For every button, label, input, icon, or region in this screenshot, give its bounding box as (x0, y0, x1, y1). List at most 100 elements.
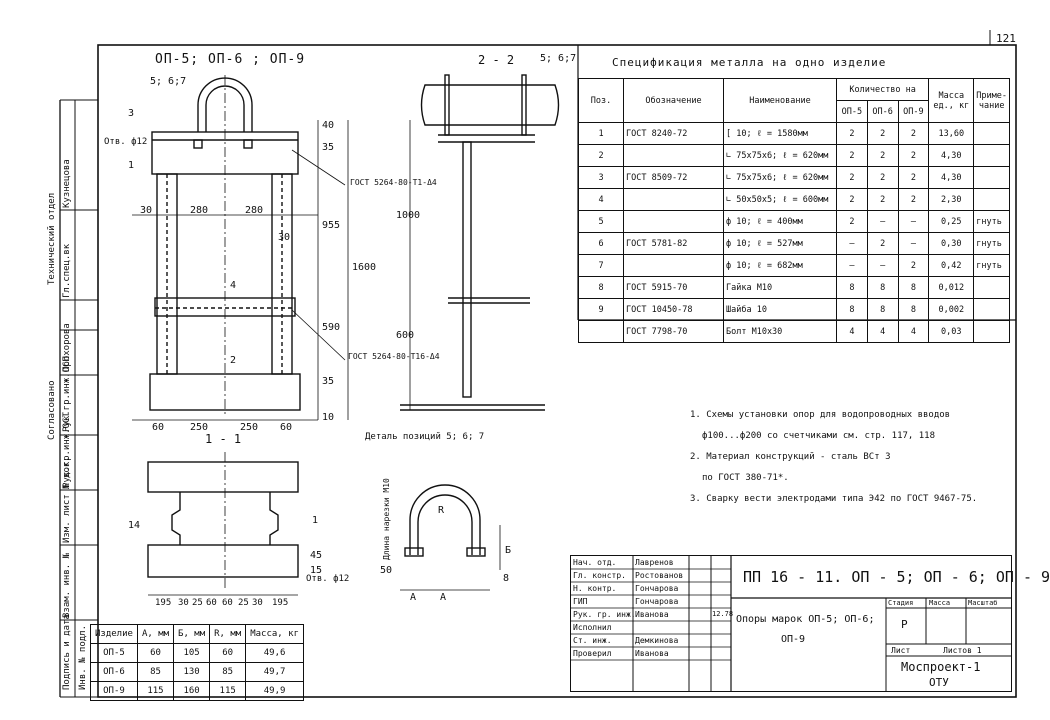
page-number: 121 (996, 32, 1016, 45)
pos-ref-2: 2 (230, 355, 237, 366)
spec-cell-pos: 1 (578, 122, 624, 145)
title-block-role: Исполнил (573, 623, 612, 632)
spec-cell-note (973, 188, 1010, 211)
spec-cell-q1: 2 (836, 144, 868, 167)
pos-ref-1b: 1 (312, 515, 319, 526)
detail-label-r: R (438, 505, 445, 516)
spec-cell-q3: — (897, 210, 930, 233)
dim-plan-2: 25 (192, 598, 203, 608)
dim-vert-6: 10 (322, 412, 335, 423)
section-label: 2 - 2 (478, 53, 515, 67)
sheet-frame (97, 44, 1017, 698)
spec-cell-pos (578, 320, 624, 343)
dim-top-2: 280 (245, 205, 264, 216)
spec-cell-mass: 0,03 (928, 320, 975, 343)
note-line: 3. Сварку вести электродами типа Э42 по … (690, 494, 978, 504)
sheet-label: Лист (891, 646, 911, 655)
side-stamp-signature: Подпись и дата (62, 614, 72, 690)
note-line: по ГОСТ 380-71*. (702, 473, 789, 483)
spec-cell-doc: ГОСТ 10450-78 (623, 298, 724, 321)
title-block-person: Лавренов (635, 558, 674, 567)
spec-cell-mass: 0,012 (928, 276, 975, 299)
spec-cell-q2: 2 (866, 144, 899, 167)
title-block-person: Иванова (635, 610, 669, 619)
spec-cell-doc: ГОСТ 5781-82 (623, 232, 724, 255)
pos-ref-14: 14 (128, 520, 141, 531)
dim-vert-5: 35 (322, 376, 335, 387)
variant-cell: ОП-9 (90, 681, 138, 701)
spec-cell-name: ∟ 50х50х5; ℓ = 600мм (723, 188, 837, 211)
dim-vert-1: 35 (322, 142, 335, 153)
spec-cell-q1: — (836, 232, 868, 255)
spec-cell-name: Болт М10х30 (723, 320, 837, 343)
detail-label-b: Б (505, 545, 512, 556)
spec-cell-pos: 3 (578, 166, 624, 189)
dim-vert-4: 590 (322, 322, 341, 333)
pos-ref-1: 1 (128, 160, 135, 171)
gost-weld-1: ГОСТ 5264-80-Т1-Δ4 (350, 178, 437, 187)
dim-plan-1: 30 (178, 598, 189, 608)
title-block-role: ГИП (573, 597, 588, 606)
notes: 1. Схемы установки опор для водопроводны… (690, 405, 977, 510)
spec-cell-q3: 2 (897, 254, 930, 277)
spec-cell-note (973, 122, 1010, 145)
spec-cell-q3: 2 (897, 144, 930, 167)
title-block-role: Гл. констр. (573, 571, 626, 580)
variant-cell: 130 (173, 662, 211, 682)
spec-cell-note (973, 166, 1010, 189)
dim-vert-2: 955 (322, 220, 341, 231)
hole-label-top: Отв. ф12 (104, 137, 148, 147)
spec-col-note: Приме-чание (973, 78, 1010, 123)
dim-bottom-1: 250 (190, 422, 209, 433)
spec-cell-mass: 0,30 (928, 232, 975, 255)
dim-bottom-0: 60 (152, 422, 165, 433)
hole-label-bottom: Отв. ф12 (306, 574, 350, 584)
dim-section-1: 600 (396, 330, 415, 341)
spec-cell-name: [ 10; ℓ = 1580мм (723, 122, 837, 145)
variant-cell: ОП-5 (90, 643, 138, 663)
section-view (400, 74, 560, 411)
spec-cell-mass: 13,60 (928, 122, 975, 145)
spec-cell-doc: ГОСТ 8240-72 (623, 122, 724, 145)
variant-cell: 60 (209, 643, 247, 663)
dim-bottom-2: 250 (240, 422, 259, 433)
title-block-person: Ростованов (635, 571, 684, 580)
dim-plan-v0: 45 (310, 550, 323, 561)
spec-cell-note (973, 320, 1010, 343)
spec-cell-q3: 8 (897, 298, 930, 321)
spec-cell-q1: 8 (836, 298, 868, 321)
title-block-person: Иванова (635, 649, 669, 658)
detail-title: Деталь позиций 5; 6; 7 (365, 432, 485, 442)
variant-cell: 49,6 (245, 643, 304, 663)
spec-cell-doc (623, 144, 724, 167)
pos-ref-4: 4 (230, 280, 237, 291)
variant-cell: 49,9 (245, 681, 304, 701)
dim-plan-7: 195 (272, 598, 289, 608)
detail-thread-label: Длина нарезки М10 (382, 478, 391, 560)
spec-cell-q3: 2 (897, 166, 930, 189)
org-dept: ОТУ (929, 676, 949, 689)
title-block-date: 12.78 (712, 610, 734, 618)
spec-cell-q3: 4 (897, 320, 930, 343)
title-block-person: Гончарова (635, 597, 679, 606)
spec-cell-note (973, 276, 1010, 299)
variant-cell: ОП-6 (90, 662, 138, 682)
spec-col-name: Наименование (723, 78, 837, 123)
spec-cell-name: ф 10; ℓ = 400мм (723, 210, 837, 233)
dim-plan-5: 25 (238, 598, 249, 608)
spec-cell-note (973, 144, 1010, 167)
spec-table: Поз. Обозначение Наименование Количество… (578, 78, 1010, 343)
spec-cell-q2: 2 (866, 166, 899, 189)
variant-header: Б, мм (173, 624, 211, 644)
variant-cell: 85 (136, 662, 175, 682)
detail-label-a2: А (410, 592, 417, 603)
dim-bottom-3: 60 (280, 422, 293, 433)
